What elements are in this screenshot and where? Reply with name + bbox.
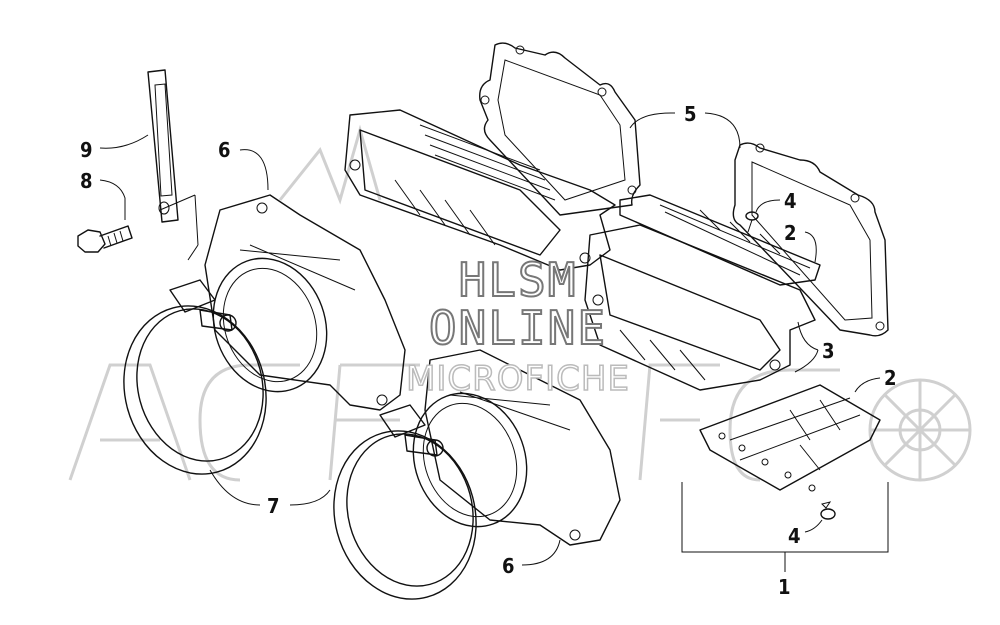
machine-screw-upper [745, 211, 759, 233]
intake-flange-lower [412, 349, 621, 546]
callout-7: 7 [267, 494, 280, 518]
lock-plate [147, 69, 179, 223]
hose-clamp-lower [333, 404, 477, 600]
callout-4-top: 4 [784, 189, 797, 213]
reed-block-lower [584, 224, 816, 391]
background-watermark [68, 124, 972, 482]
reed-gasket-right [732, 142, 889, 337]
callout-labels: 9 8 6 5 4 2 3 2 7 6 4 1 [80, 102, 897, 599]
reed-gasket-rear [479, 42, 641, 216]
callout-2-top: 2 [784, 221, 797, 245]
hose-clamp-upper [123, 279, 267, 475]
callout-6-top: 6 [218, 138, 231, 162]
watermark-line2: ONLINE [429, 301, 607, 355]
cap-screw [77, 225, 133, 253]
callout-1: 1 [778, 575, 791, 599]
callout-8: 8 [80, 169, 93, 193]
reed-petal-lower [699, 384, 881, 492]
callout-5: 5 [684, 102, 697, 126]
reed-petal-upper [619, 194, 821, 286]
callout-4-bottom: 4 [788, 524, 801, 548]
callout-3: 3 [822, 339, 835, 363]
callout-9: 9 [80, 138, 93, 162]
callout-6-bottom: 6 [502, 554, 515, 578]
leader-lines [99, 112, 889, 572]
intake-flange-upper [204, 194, 406, 411]
reed-block-upper [344, 109, 616, 271]
machine-screw-lower [820, 501, 836, 520]
watermark-line1: HLSM [459, 253, 578, 307]
callout-2-right: 2 [884, 366, 897, 390]
hlsm-watermark: HLSM ONLINE MICROFICHE [405, 252, 630, 400]
watermark-line3: MICROFICHE [406, 359, 630, 399]
